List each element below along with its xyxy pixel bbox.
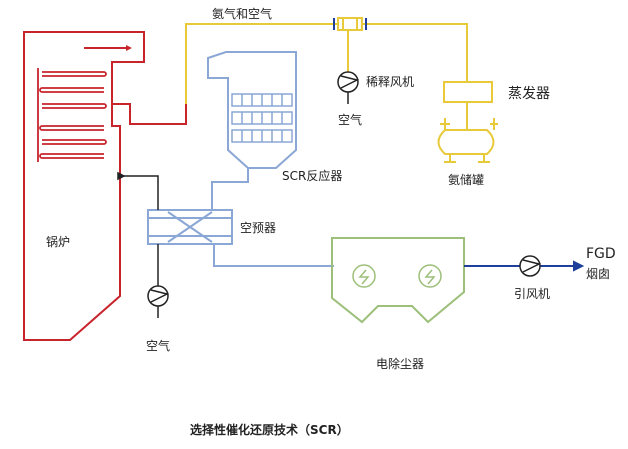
electrode-2 (418, 264, 442, 288)
label-precipitator: 电除尘器 (376, 356, 424, 371)
label-evaporator: 蒸发器 (508, 86, 550, 102)
scr-reactor (147, 51, 334, 267)
scr-outline (207, 51, 297, 169)
air-lines (117, 171, 159, 286)
induced-fan (519, 255, 542, 277)
ammonia-mixer (333, 17, 367, 31)
catalyst-layers (231, 93, 293, 143)
preheated-air-to-boiler (120, 175, 159, 210)
ammonia-main-line (185, 23, 468, 104)
boiler (23, 31, 187, 341)
precipitator-outline (331, 237, 465, 324)
ammonia-lines (185, 23, 468, 104)
electrode-1 (352, 264, 376, 288)
scr-to-preheater-duct (211, 168, 249, 210)
label-air-dilution: 空气 (338, 112, 362, 127)
air-preheater (147, 209, 233, 245)
label-dilution-fan: 稀释风机 (366, 75, 414, 89)
outlet-line (464, 260, 585, 272)
label-ammonia-air: 氨气和空气 (212, 6, 272, 21)
boiler-outline (23, 31, 145, 341)
label-fgd: FGD (586, 246, 616, 262)
boiler-to-scr-duct (112, 103, 187, 125)
label-air-preheater: 空预器 (240, 221, 276, 235)
dilution-fan (337, 71, 360, 104)
boiler-arrowhead (126, 45, 132, 51)
boiler-air-inlet-arrow (117, 171, 126, 181)
ammonia-tank (437, 118, 498, 163)
boiler-coils (37, 68, 107, 162)
label-air-bottom: 空气 (146, 338, 170, 353)
diagram-caption: 选择性催化还原技术（SCR） (190, 422, 349, 437)
label-induced-fan: 引风机 (514, 287, 550, 301)
precipitator (331, 237, 465, 324)
label-scr-reactor: SCR反应器 (282, 168, 342, 183)
label-ammonia-tank: 氨储罐 (448, 172, 484, 187)
preheater-to-esp-duct (213, 244, 334, 267)
label-boiler: 锅炉 (46, 234, 70, 249)
air-fan (147, 285, 170, 318)
label-chimney: 烟囱 (586, 267, 610, 281)
evaporator (443, 81, 493, 118)
